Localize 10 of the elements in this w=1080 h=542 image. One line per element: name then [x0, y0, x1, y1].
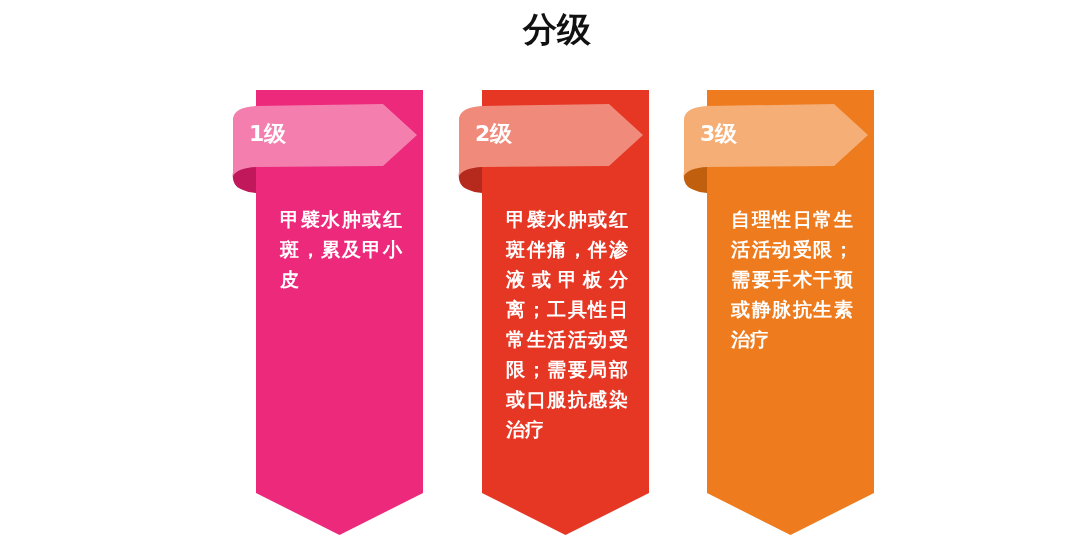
description-text: 自理性日常生活活动受限；需要手术干预或静脉抗生素治疗	[731, 207, 853, 352]
level-label: 3级	[700, 120, 738, 148]
ribbon-tab	[682, 104, 868, 193]
ribbon-tab	[231, 104, 417, 193]
title: 分级	[523, 8, 591, 50]
ribbon-tab	[457, 104, 643, 193]
description-text: 甲襞水肿或红斑伴痛，伴渗液或甲板分离；工具性日常生活活动受限；需要局部或口服抗感染治疗	[506, 207, 628, 442]
level-label: 2级	[475, 120, 513, 148]
description-text: 甲襞水肿或红斑，累及甲小皮	[280, 207, 402, 292]
level-label: 1级	[249, 120, 287, 148]
